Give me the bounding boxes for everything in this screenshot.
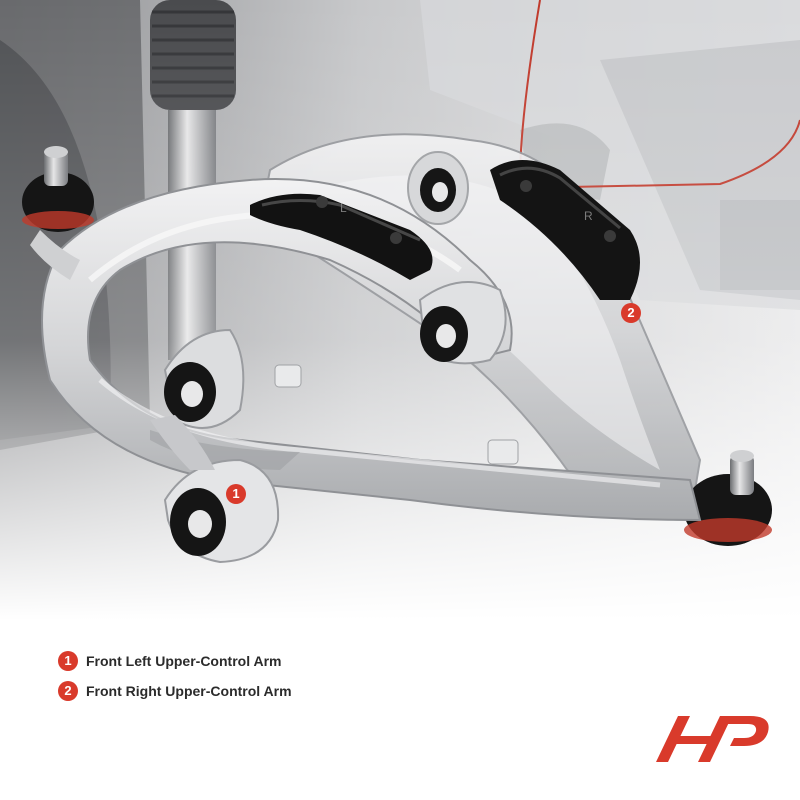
legend-label: Front Left Upper-Control Arm xyxy=(86,653,282,669)
legend: 1 Front Left Upper-Control Arm 2 Front R… xyxy=(58,650,292,710)
legend-item: 2 Front Right Upper-Control Arm xyxy=(58,680,292,702)
brand-logo-icon xyxy=(656,716,769,762)
legend-item: 1 Front Left Upper-Control Arm xyxy=(58,650,292,672)
right-part-mark: R xyxy=(584,209,593,223)
callout-2: 2 xyxy=(621,303,641,323)
callout-1: 1 xyxy=(226,484,246,504)
left-upper-control-arm: L xyxy=(22,146,702,564)
left-part-mark: L xyxy=(340,201,347,215)
legend-number: 2 xyxy=(58,681,78,701)
suspension-photo: R L xyxy=(0,0,800,620)
legend-number: 1 xyxy=(58,651,78,671)
legend-label: Front Right Upper-Control Arm xyxy=(86,683,292,699)
